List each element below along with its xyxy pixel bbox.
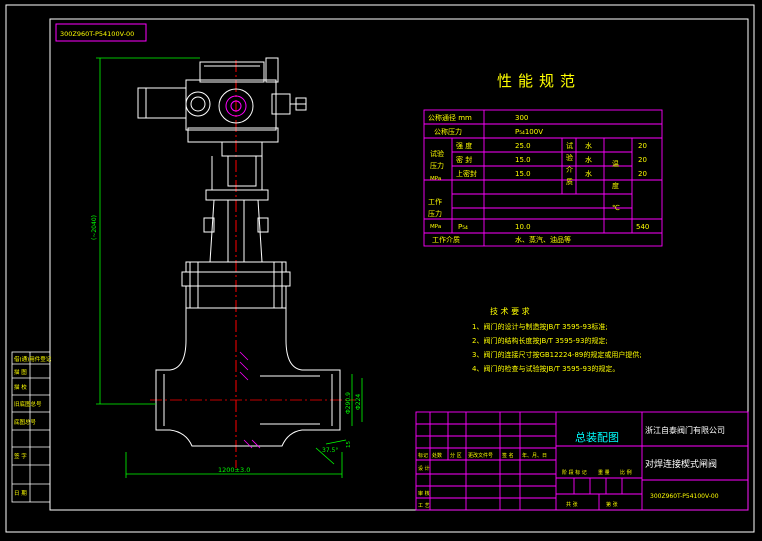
spec-temp-l1: 度 — [612, 181, 619, 190]
spec-work-medium-value: 水、蒸汽、油品等 — [515, 235, 571, 244]
spec-work-pressure-l0: 工作 — [428, 197, 442, 206]
spec-pn-label: 公称压力 — [434, 127, 462, 136]
strip-label-4: 底图总号 — [14, 418, 37, 426]
spec-temp-l2: ℃ — [612, 204, 620, 212]
tech-req-item-2: 3、阀门的连接尺寸按GB12224-89的规定或用户提供; — [472, 350, 642, 359]
valve-yoke — [203, 141, 269, 263]
valve-body — [155, 339, 341, 447]
spec-temp-l0: 温 — [612, 159, 619, 168]
dim-overall-length: 1200±3.0 — [218, 466, 250, 474]
spec-test-row-2-medium: 水 — [585, 169, 592, 178]
spec-dn-value: 300 — [515, 114, 528, 122]
strip-label-0: 借(通)用件登记 — [14, 355, 52, 363]
title-block-header-4: 签 名 — [502, 452, 514, 459]
spec-medium-l2: 介 — [566, 166, 573, 174]
spec-test-row-1-value: 15.0 — [515, 156, 531, 164]
spec-test-row-2-value: 15.0 — [515, 170, 531, 178]
spec-work-p-value: 10.0 — [515, 223, 531, 231]
spec-test-row-1-medium: 水 — [585, 155, 592, 164]
strip-label-6: 日 期 — [14, 490, 27, 497]
spec-title: 性能规范 — [497, 72, 581, 90]
title-block-role-0: 设 计 — [418, 465, 430, 472]
title-block-header-5: 年、月、日 — [522, 452, 547, 459]
spec-test-row-1-temp: 20 — [638, 156, 647, 164]
spec-test-pressure-l0: 试验 — [430, 149, 444, 158]
spec-test-row-0-name: 强 度 — [456, 141, 472, 150]
dim-dia-outer: Φ290.9 — [345, 392, 352, 414]
spec-dn-label: 公称通径 mm — [428, 113, 472, 122]
drawing-title: 总装配图 — [575, 430, 619, 444]
strip-label-3: 旧底图总号 — [14, 400, 42, 408]
spec-test-row-2-name: 上密封 — [456, 169, 477, 178]
title-block-role-2: 工 艺 — [418, 503, 430, 509]
spec-medium-l0: 试 — [566, 141, 573, 150]
tech-req-title: 技 术 要 求 — [490, 306, 530, 316]
spec-table-grid — [423, 109, 663, 247]
dim-overall-height: (~2040) — [91, 215, 98, 240]
spec-test-row-2-temp: 20 — [638, 170, 647, 178]
title-block-header-2: 分 区 — [450, 452, 462, 459]
spec-work-medium-label: 工作介质 — [432, 235, 460, 244]
spec-test-row-1-name: 密 封 — [456, 155, 472, 164]
title-block-header-3: 更改文件号 — [468, 452, 493, 459]
tech-req-item-0: 1、阀门的设计与制造按JB/T 3595-93标准; — [472, 322, 608, 331]
title-block-stage-1: 重 量 — [598, 469, 610, 476]
spec-work-pressure-l2: MPa — [430, 224, 441, 230]
spec-test-row-0-temp: 20 — [638, 142, 647, 150]
title-block-stage-0: 阶 段 标 记 — [562, 469, 587, 476]
spec-medium-l1: 验 — [566, 153, 573, 162]
spec-medium-l3: 质 — [566, 177, 573, 186]
strip-label-1: 描 图 — [14, 368, 27, 376]
spec-work-p-symbol: P₅₄ — [458, 223, 468, 231]
spec-test-pressure-l1: 压力 — [430, 161, 444, 170]
inner-frame — [49, 18, 749, 511]
drawing-code-top: 300Z960T-P54100V-00 — [60, 30, 134, 38]
product-name: 对焊连接楔式闸阀 — [645, 458, 717, 470]
dimension-lines — [96, 57, 363, 478]
left-strip — [11, 351, 51, 503]
electric-actuator — [137, 57, 307, 143]
spec-work-pressure-l1: 压力 — [428, 209, 442, 218]
title-block-role-1: 审 核 — [418, 490, 430, 497]
valve-bonnet — [181, 261, 291, 340]
tech-req-item-1: 2、阀门的结构长度按JB/T 3595-93的规定; — [472, 336, 608, 345]
code-box-top — [55, 23, 147, 42]
title-block-stage-2: 比 例 — [620, 469, 632, 476]
spec-test-row-0-value: 25.0 — [515, 142, 531, 150]
title-block-grid — [415, 411, 749, 511]
title-block-sheet-1: 第 张 — [606, 501, 618, 508]
company-name: 浙江自泰阀门有限公司 — [645, 425, 725, 435]
spec-work-temp: 540 — [636, 223, 649, 231]
title-block-sheet-0: 共 张 — [566, 501, 578, 508]
tech-req-item-3: 4、阀门的检查与试验按JB/T 3595-93的规定。 — [472, 364, 619, 373]
dim-dia-bore: Φ224 — [355, 394, 362, 410]
spec-test-pressure-l2: MPa — [430, 176, 441, 182]
dim-small: 15 — [346, 441, 352, 448]
dim-angle: 37.5° — [322, 447, 338, 454]
strip-label-2: 描 校 — [14, 383, 27, 391]
section-hatch — [239, 351, 261, 449]
drawing-code-bottom: 300Z960T-P54100V-00 — [650, 493, 719, 500]
title-block-header-1: 处数 — [432, 452, 442, 459]
spec-test-row-0-medium: 水 — [585, 141, 592, 150]
outer-frame — [5, 4, 755, 533]
title-block-header-0: 标记 — [418, 452, 428, 459]
spec-pn-value: P₅₄100V — [515, 128, 543, 136]
strip-label-5: 签 字 — [14, 452, 27, 460]
